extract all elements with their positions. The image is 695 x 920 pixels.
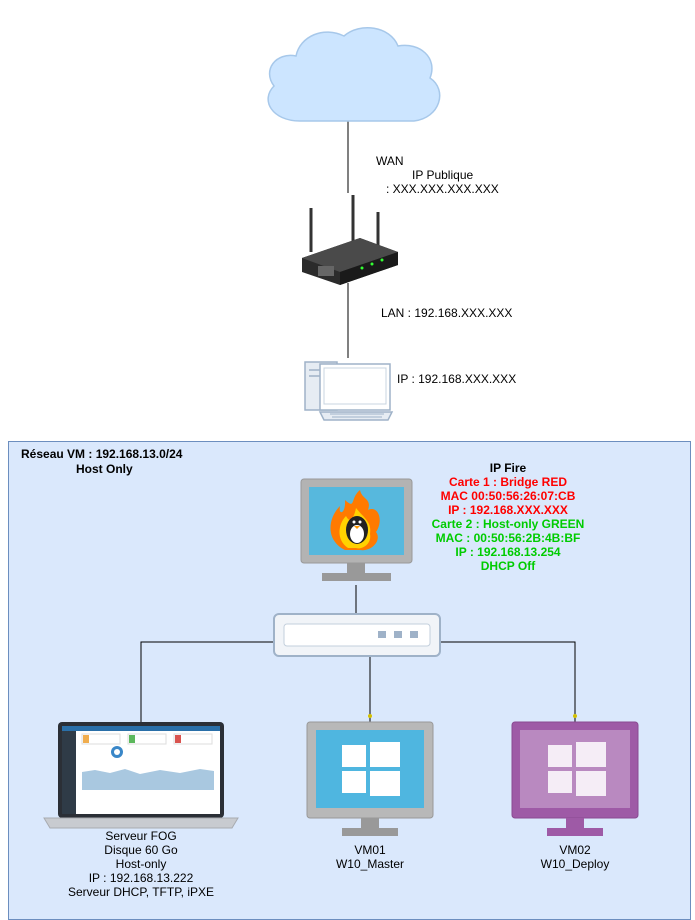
vm01-hostname: W10_Master [335,857,405,871]
vm01-name: VM01 [354,843,386,857]
desktop-pc-icon [304,361,394,421]
fog-services: Serveur DHCP, TFTP, iPXE [67,885,215,899]
fog-disk: Disque 60 Go [104,843,178,857]
vm02-monitor-icon [511,714,639,836]
vm01-monitor-icon [306,714,434,836]
vm02-info: VM02 W10_Deploy [515,843,635,871]
ipfire-card2-mac: MAC : 00:50:56:2B:4B:BF [435,531,581,545]
router-icon [302,195,398,285]
public-ip-label: IP Publique [412,168,474,182]
ipfire-card2-ip: IP : 192.168.13.254 [455,545,561,559]
vm-network-title: Réseau VM : 192.168.13.0/24 [21,447,183,461]
public-ip-value: : XXX.XXX.XXX.XXX [386,182,499,196]
vm02-hostname: W10_Deploy [540,857,610,871]
switch-fog-link [140,641,274,724]
vm02-name: VM02 [559,843,591,857]
laptop-icon [43,722,239,829]
wan-label: WAN [376,154,404,168]
cloud-icon [267,27,441,122]
fog-network-mode: Host-only [115,857,167,871]
ipfire-card2: Carte 2 : Host-only GREEN [431,517,585,531]
lan-ip-label: LAN : 192.168.XXX.XXX [381,306,513,320]
ipfire-monitor-icon [300,478,413,581]
ipfire-card1: Carte 1 : Bridge RED [448,475,568,489]
ipfire-title: IP Fire [489,461,527,475]
fog-server-info: Serveur FOG Disque 60 Go Host-only IP : … [41,829,241,899]
vm01-info: VM01 W10_Master [310,843,430,871]
ipfire-info: IP Fire Carte 1 : Bridge RED MAC 00:50:5… [418,461,598,573]
switch-icon [273,613,441,657]
switch-vm02-link [440,641,576,722]
host-pc-ip-label: IP : 192.168.XXX.XXX [397,372,517,386]
fog-ip: IP : 192.168.13.222 [88,871,194,885]
ipfire-card1-ip: IP : 192.168.XXX.XXX [448,503,568,517]
vm-network-subtitle: Host Only [76,462,133,476]
fog-name: Serveur FOG [105,829,177,843]
ipfire-card1-mac: MAC 00:50:56:26:07:CB [440,489,576,503]
ipfire-dhcp-status: DHCP Off [480,559,536,573]
